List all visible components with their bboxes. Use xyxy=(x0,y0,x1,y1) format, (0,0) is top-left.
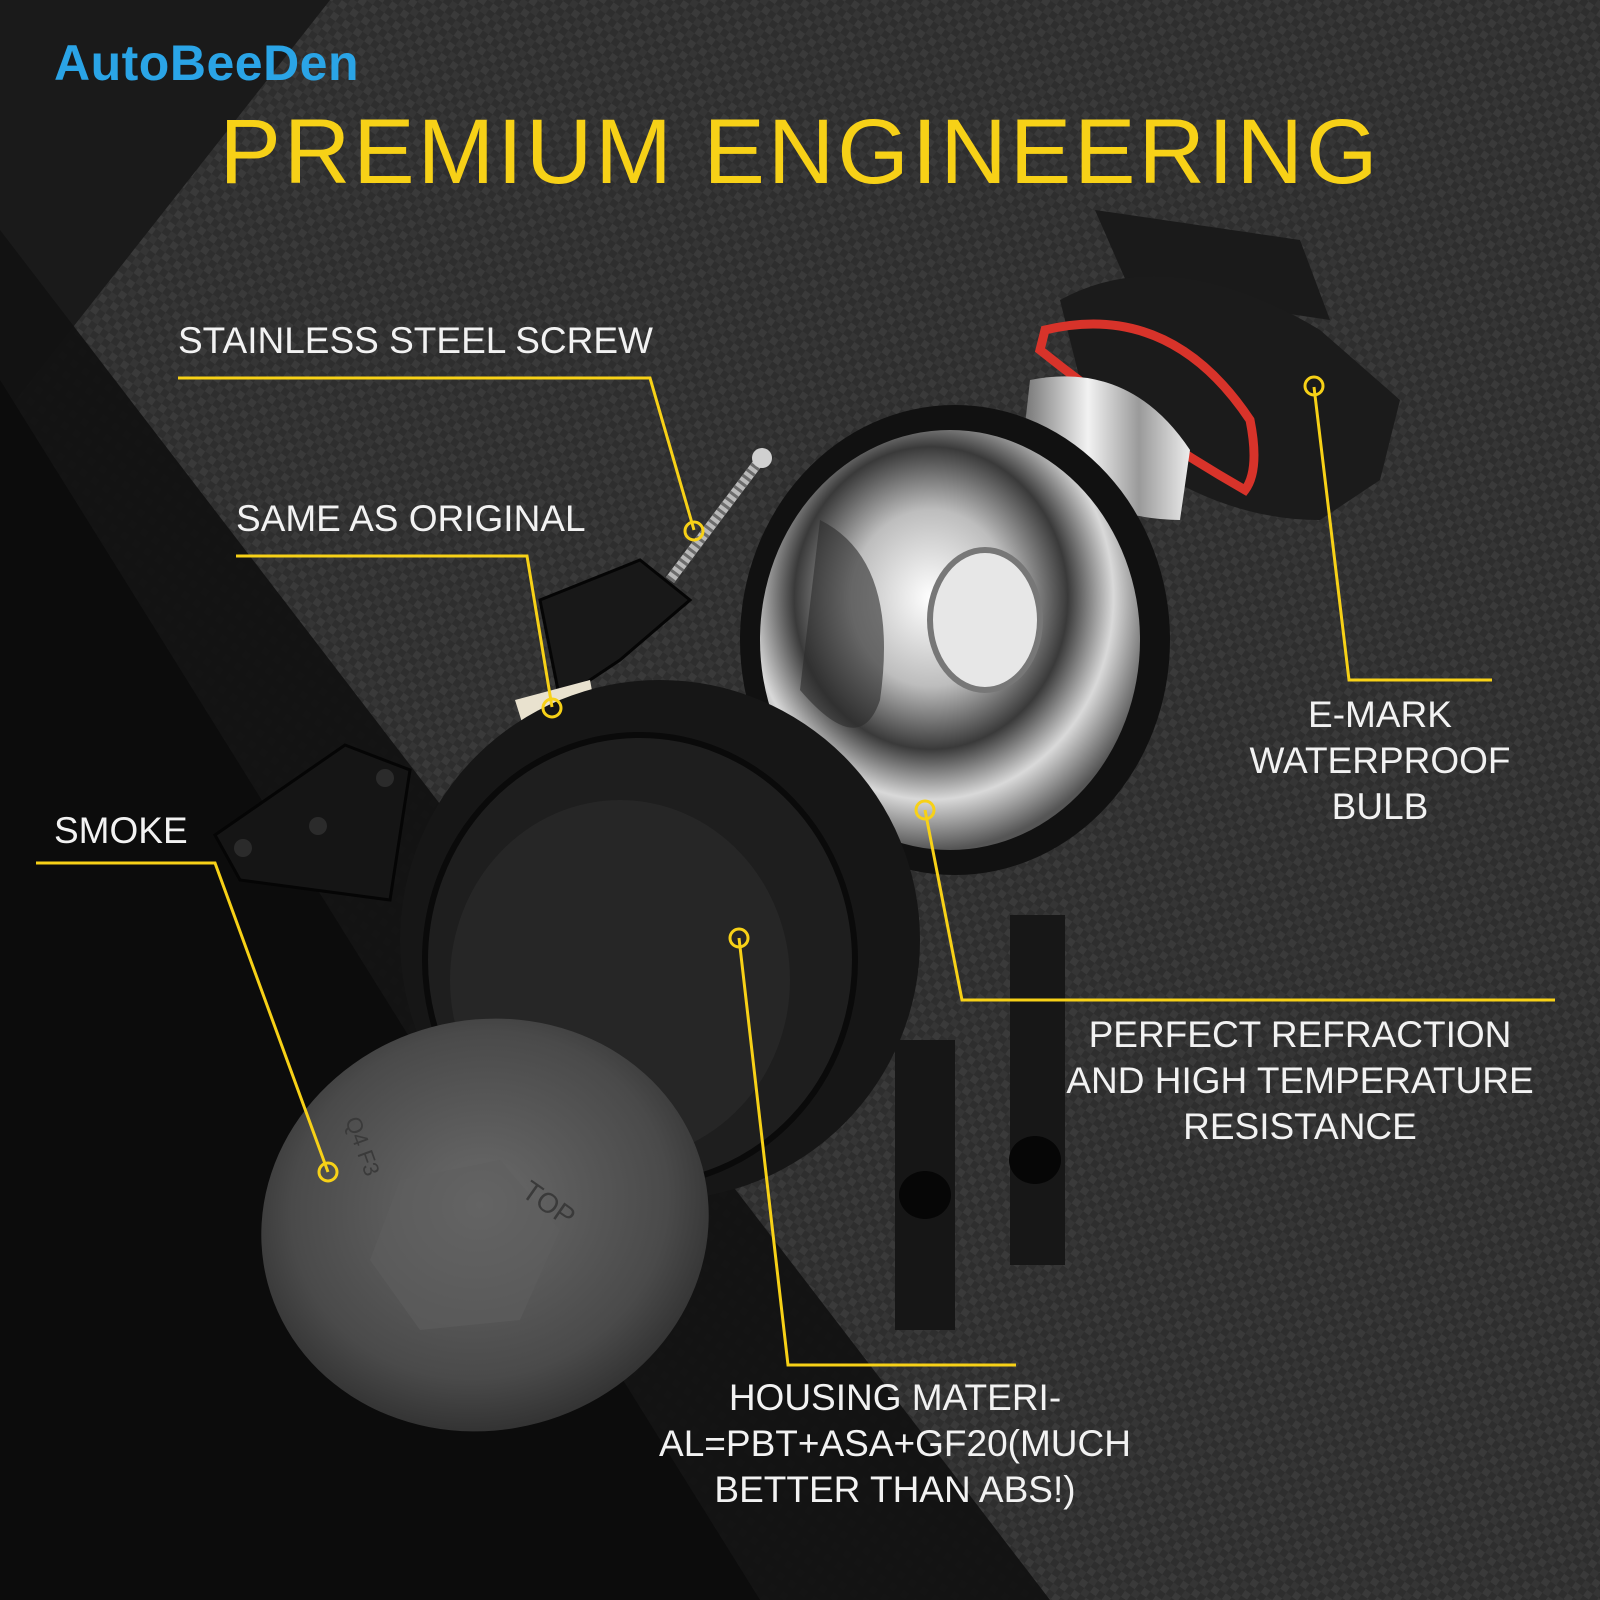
reflector-shape xyxy=(740,405,1170,875)
label-smoke: SMOKE xyxy=(54,810,188,851)
label-housing-line-3: BETTER THAN ABS!) xyxy=(714,1469,1076,1510)
brand-logo: AutoBeeDen xyxy=(54,35,360,91)
label-housing-material: HOUSING MATERI- AL=PBT+ASA+GF20(MUCH BET… xyxy=(640,1375,1150,1513)
label-refraction-line-2: AND HIGH TEMPERATURE xyxy=(1066,1060,1534,1101)
label-refraction: PERFECT REFRACTION AND HIGH TEMPERATURE … xyxy=(1040,1012,1560,1150)
label-housing-line-1: HOUSING MATERI- xyxy=(728,1377,1062,1418)
screw-shape xyxy=(666,448,772,583)
label-housing-line-2: AL=PBT+ASA+GF20(MUCH xyxy=(659,1423,1131,1464)
label-e-mark-line-3: BULB xyxy=(1331,786,1429,827)
smoke-lens-shape: TOP Q4 F3 xyxy=(261,1018,709,1432)
label-e-mark: E-MARK WATERPROOF BULB xyxy=(1220,692,1540,830)
label-refraction-line-1: PERFECT REFRACTION xyxy=(1088,1014,1512,1055)
label-same-as-original: SAME AS ORIGINAL xyxy=(236,498,586,539)
label-e-mark-line-2: WATERPROOF xyxy=(1249,740,1511,781)
headline: PREMIUM ENGINEERING xyxy=(219,101,1381,203)
label-e-mark-line-1: E-MARK xyxy=(1308,694,1452,735)
label-refraction-line-3: RESISTANCE xyxy=(1183,1106,1417,1147)
label-stainless-steel-screw: STAINLESS STEEL SCREW xyxy=(178,320,653,361)
